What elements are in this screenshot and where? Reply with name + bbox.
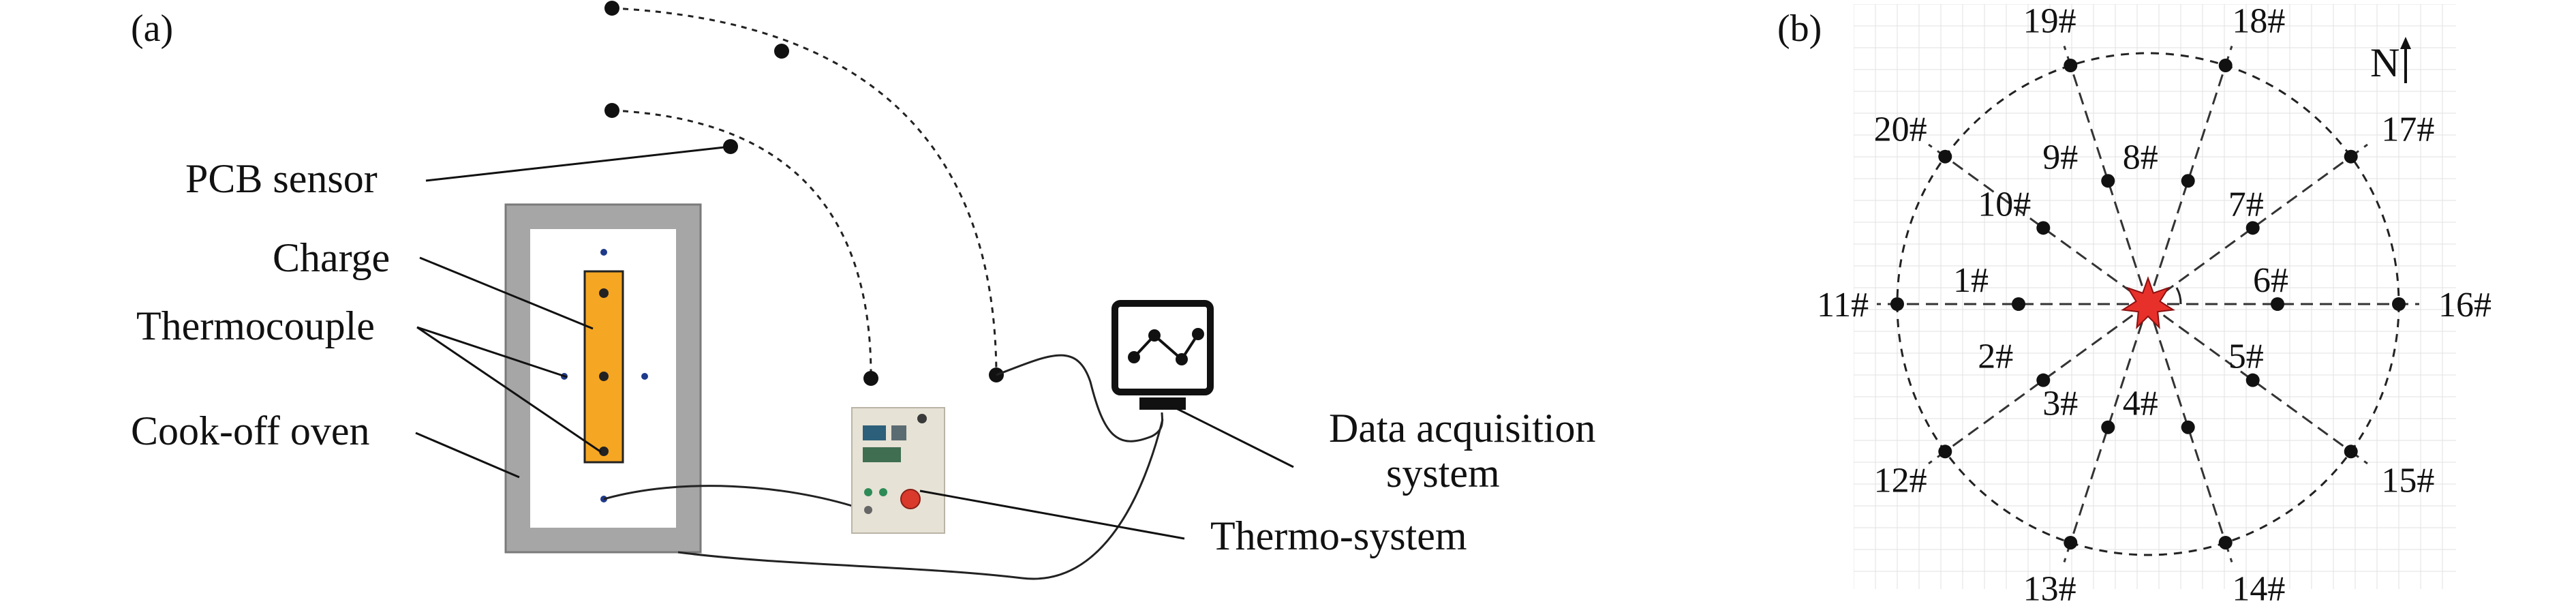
pcb-sensor-cables — [604, 1, 1004, 386]
data-acquisition-monitor — [1111, 300, 1214, 410]
outer-sensor-label: 12# — [1874, 461, 1927, 500]
cabinet-fan — [917, 414, 927, 423]
cabinet-display — [863, 425, 886, 440]
charge-thermocouple-middle — [599, 372, 609, 381]
oven-thermocouple-top — [600, 249, 607, 256]
inner-sensor-dot — [2101, 420, 2115, 434]
monitor-graph-point — [1192, 328, 1204, 340]
outer-sensor-label: 17# — [2381, 110, 2434, 149]
inner-sensor-dot — [2012, 297, 2025, 311]
inner-sensor-label: 5# — [2228, 337, 2264, 376]
pcb-sensor-dot — [774, 44, 789, 59]
inner-sensor-label: 1# — [1953, 261, 1989, 300]
label-charge: Charge — [273, 235, 390, 280]
charge-block — [583, 270, 624, 464]
inner-sensor-dot — [2245, 221, 2260, 235]
leader-lines — [415, 145, 1294, 540]
pcb-sensor-dot — [604, 103, 619, 118]
north-label: N — [2370, 40, 2399, 85]
outer-sensor-dot — [2218, 59, 2233, 73]
inner-sensor-dot — [2181, 420, 2195, 434]
inner-sensor-dot — [2271, 297, 2284, 311]
monitor-graph-point — [1148, 329, 1161, 342]
cabinet-switch — [864, 506, 872, 514]
monitor-stand — [1139, 397, 1186, 410]
inner-sensor-dot — [2181, 174, 2195, 188]
monitor-graph-point — [1176, 353, 1188, 365]
leader-thermocouple — [416, 326, 602, 453]
cabinet-start-button — [879, 488, 887, 496]
outer-sensor-dot — [2392, 297, 2406, 311]
monitor-graph-line — [1133, 333, 1199, 362]
leader-thermo-system — [919, 490, 1185, 540]
panel-b: (b) 1# 11# 2# 12# 3# 13# 4# 14# 5# 15# 6# 16# 7# 17# 8… — [1777, 1, 2491, 602]
cabinet-panel — [863, 447, 901, 462]
cabinet-start-button — [864, 488, 872, 496]
pcb-sensor-dot — [863, 371, 878, 386]
inner-sensor-label: 9# — [2042, 138, 2078, 177]
charge-thermocouple-top — [599, 288, 609, 298]
outer-sensor-dot — [1938, 445, 1952, 459]
leader-daq — [1170, 404, 1294, 468]
leader-pcb-sensor — [425, 145, 731, 182]
outer-sensor-dot — [2064, 535, 2078, 550]
monitor-graph-point — [1128, 351, 1140, 363]
explosion-center-star — [2121, 276, 2175, 329]
label-thermocouple: Thermocouple — [136, 303, 375, 348]
outer-sensor-label: 11# — [1817, 286, 1869, 325]
charge-thermocouple-bottom — [599, 447, 609, 456]
outer-sensor-dot — [1938, 149, 1952, 164]
leader-charge — [419, 256, 594, 330]
emergency-stop-button — [900, 489, 921, 509]
inner-sensor-label: 7# — [2228, 185, 2264, 224]
panel-a: (a) — [131, 1, 1596, 580]
outer-sensor-dot — [2064, 59, 2078, 73]
label-daq-line1: Data acquisition — [1329, 406, 1596, 451]
inner-sensor-label: 2# — [1978, 337, 2013, 376]
sensor-points: 1# 11# 2# 12# 3# 13# 4# 14# 5# 15# 6# 16# 7# 17# 8# 18#… — [1817, 1, 2491, 602]
thermo-system-cabinet — [851, 407, 945, 534]
signal-cables — [603, 354, 1164, 580]
inner-sensor-dot — [2101, 174, 2115, 188]
outer-sensor-label: 19# — [2023, 1, 2076, 40]
outer-sensor-dot — [1890, 297, 1904, 311]
label-cook-off-oven: Cook-off oven — [131, 408, 370, 453]
north-arrow-icon — [2400, 37, 2411, 83]
monitor-screen — [1111, 300, 1214, 395]
label-thermo-system: Thermo-system — [1210, 513, 1467, 558]
inner-sensor-label: 4# — [2123, 385, 2158, 423]
outer-sensor-label: 15# — [2381, 461, 2434, 500]
outer-sensor-label: 13# — [2023, 570, 2076, 602]
inner-sensor-label: 6# — [2253, 261, 2288, 300]
inner-sensor-dot — [2036, 373, 2051, 387]
oven-thermocouple-right — [641, 373, 648, 380]
panel-b-label: (b) — [1777, 7, 1822, 50]
leader-thermocouple — [416, 326, 568, 378]
panel-a-label: (a) — [131, 7, 173, 50]
outer-sensor-label: 16# — [2438, 286, 2491, 325]
label-pcb-sensor: PCB sensor — [185, 156, 378, 201]
outer-sensor-dot — [2344, 149, 2358, 164]
pcb-sensor-dot — [604, 1, 619, 16]
inner-sensor-label: 3# — [2042, 385, 2078, 423]
inner-sensor-dot — [2036, 221, 2051, 235]
outer-sensor-dot — [2344, 445, 2358, 459]
leader-cook-off-oven — [415, 432, 520, 479]
pcb-sensor-arc-inner — [611, 109, 872, 379]
cabinet-controller — [891, 425, 906, 440]
outer-sensor-label: 18# — [2232, 1, 2285, 40]
daq-cable-from-thermo-system — [677, 419, 1164, 580]
outer-sensor-dot — [2218, 535, 2233, 550]
thermo-cable-to-system — [603, 485, 859, 509]
inner-sensor-label: 8# — [2123, 138, 2158, 177]
label-daq-line2: system — [1386, 451, 1500, 496]
inner-sensor-label: 10# — [1978, 185, 2031, 224]
angle-arc — [2175, 287, 2182, 305]
outer-sensor-label: 20# — [1874, 110, 1927, 149]
inner-sensor-dot — [2245, 373, 2260, 387]
outer-sensor-label: 14# — [2232, 570, 2285, 602]
